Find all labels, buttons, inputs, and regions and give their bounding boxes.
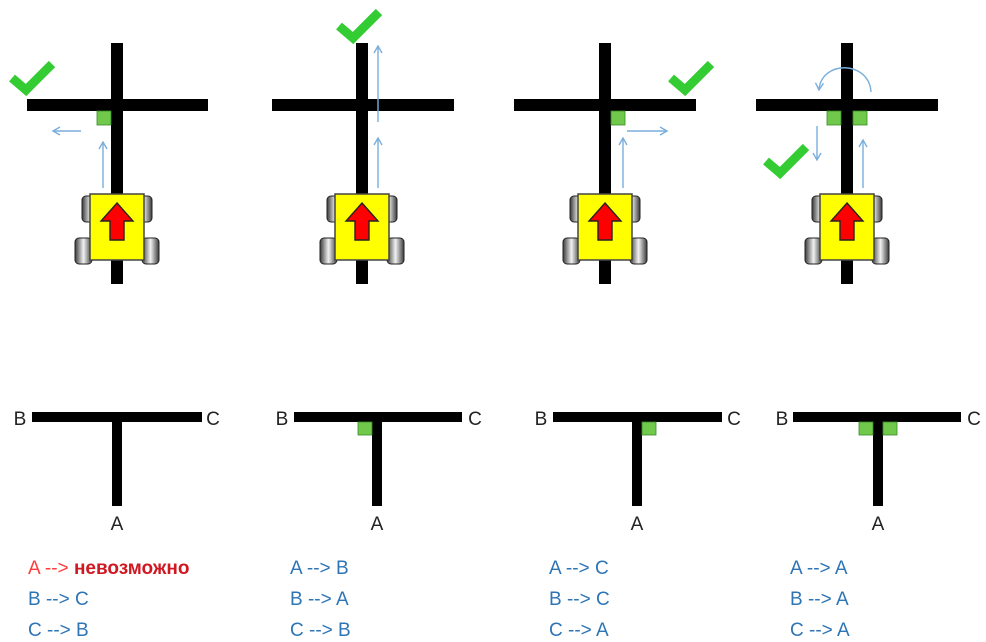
scenario-4: B C A A --> A B --> A C --> A	[756, 43, 981, 641]
robot-icon	[804, 193, 890, 265]
rule-text: B --> C	[549, 589, 610, 610]
horizontal-line	[272, 99, 454, 111]
rule-text: C --> A	[549, 620, 609, 641]
green-marker-left	[357, 421, 373, 436]
rule-text: C --> B	[28, 620, 89, 641]
label-b: B	[535, 409, 548, 430]
rules-list: A --> A B --> A C --> A	[790, 558, 850, 641]
scenario-2: B C A A --> B B --> A C --> B	[272, 8, 482, 641]
scenario-1: B C A A --> невозможно B --> C C --> B	[9, 43, 220, 641]
direction-arrow-icon	[344, 201, 380, 241]
rule-text: A --> C	[549, 558, 609, 579]
label-b: B	[14, 409, 27, 430]
rules-list: A --> C B --> C C --> A	[549, 558, 610, 641]
vertical-line	[632, 417, 642, 506]
crossing-diagram	[514, 43, 715, 284]
green-marker-right	[882, 421, 898, 436]
green-marker-left	[826, 110, 842, 126]
check-icon	[763, 143, 810, 180]
green-marker-right	[610, 110, 626, 126]
horizontal-line	[514, 99, 696, 111]
label-a: A	[111, 514, 124, 535]
robot-icon	[74, 193, 160, 265]
vertical-line	[112, 417, 122, 506]
scenario-3: B C A A --> C B --> C C --> A	[514, 43, 741, 641]
t-junction: B C A	[276, 409, 482, 535]
t-junction: B C A	[535, 409, 741, 535]
label-a: A	[872, 514, 885, 535]
direction-arrow-icon	[99, 201, 135, 241]
label-b: B	[776, 409, 789, 430]
crossing-diagram	[9, 43, 208, 284]
rules-list: A --> B B --> A C --> B	[290, 558, 351, 641]
label-c: C	[206, 409, 220, 430]
rule-text: B --> C	[28, 589, 89, 610]
rule-text: B --> A	[290, 589, 349, 610]
check-icon	[9, 60, 56, 97]
t-junction: B C A	[776, 409, 981, 535]
green-marker-left	[96, 110, 112, 126]
check-icon	[336, 8, 383, 45]
label-a: A	[631, 514, 644, 535]
direction-arrow-icon	[829, 201, 865, 241]
rule-text: A --> A	[790, 558, 848, 579]
vertical-line	[372, 417, 382, 506]
rule-text: C --> B	[290, 620, 351, 641]
horizontal-line	[27, 99, 208, 111]
green-marker-right	[641, 421, 657, 436]
direction-arrow-icon	[587, 201, 623, 241]
label-a: A	[371, 514, 384, 535]
rule-text: A --> невозможно	[28, 558, 189, 579]
t-junction: B C A	[14, 409, 220, 535]
rule-text: B --> A	[790, 589, 849, 610]
label-c: C	[727, 409, 741, 430]
green-marker-right	[852, 110, 868, 126]
label-b: B	[276, 409, 289, 430]
vertical-line	[873, 417, 883, 506]
rules-list: A --> невозможно B --> C C --> B	[28, 558, 189, 641]
rule-text: A --> B	[290, 558, 349, 579]
robot-icon	[319, 193, 405, 265]
robot-icon	[562, 193, 648, 265]
crossing-diagram	[272, 8, 454, 284]
path-arrow	[814, 67, 872, 93]
check-icon	[668, 60, 715, 97]
label-c: C	[468, 409, 482, 430]
green-marker-left	[858, 421, 874, 436]
rule-text: C --> A	[790, 620, 850, 641]
label-c: C	[967, 409, 981, 430]
horizontal-line	[756, 99, 938, 111]
crossing-diagram	[756, 43, 938, 284]
